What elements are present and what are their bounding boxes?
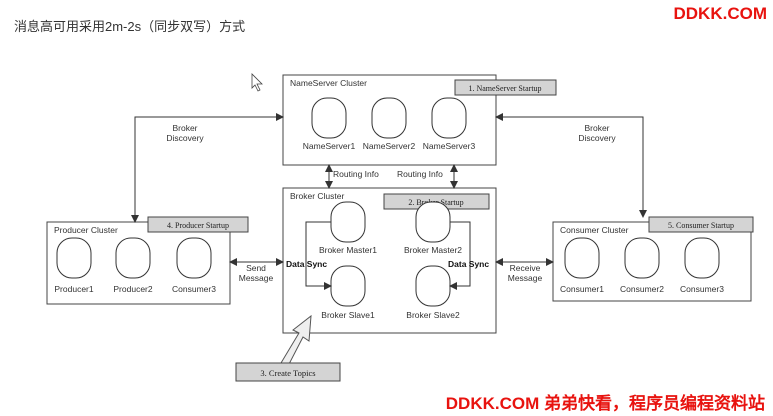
consumer-node-2: Consumer2 bbox=[620, 237, 664, 294]
broker-cluster: Broker Cluster 2. Broker Startup Broker … bbox=[282, 187, 497, 334]
nameserver-startup-step: 1. NameServer Startup bbox=[454, 79, 557, 96]
consumer-cluster-label: Consumer Cluster bbox=[560, 225, 629, 235]
nameserver-node-3: NameServer3 bbox=[423, 97, 476, 151]
broker-slave-1: Broker Slave1 bbox=[321, 265, 375, 320]
broker-discovery-right-label-line2: Discovery bbox=[578, 133, 616, 143]
svg-text:Broker Slave1: Broker Slave1 bbox=[321, 310, 375, 320]
receive-message-label-line2: Message bbox=[508, 273, 543, 283]
svg-text:Consumer2: Consumer2 bbox=[620, 284, 664, 294]
broker-master-1: Broker Master1 bbox=[319, 201, 377, 255]
consumer-node-1: Consumer1 bbox=[560, 237, 604, 294]
svg-text:NameServer1: NameServer1 bbox=[303, 141, 356, 151]
svg-text:Consumer3: Consumer3 bbox=[680, 284, 724, 294]
send-message-label-line1: Send bbox=[246, 263, 266, 273]
svg-text:5. Consumer Startup: 5. Consumer Startup bbox=[668, 221, 734, 230]
svg-text:Broker Master1: Broker Master1 bbox=[319, 245, 377, 255]
svg-text:1. NameServer Startup: 1. NameServer Startup bbox=[468, 84, 541, 93]
svg-text:4. Producer Startup: 4. Producer Startup bbox=[167, 221, 229, 230]
producer-node-2: Producer2 bbox=[113, 237, 153, 294]
broker-discovery-left-label-line1: Broker bbox=[172, 123, 197, 133]
receive-message-label-line1: Receive bbox=[510, 263, 541, 273]
data-sync-right-label: Data Sync bbox=[448, 259, 489, 269]
send-message-label-line2: Message bbox=[239, 273, 274, 283]
brand-logo-top: DDKK.COM bbox=[673, 4, 768, 23]
broker-discovery-right-label-line1: Broker bbox=[584, 123, 609, 133]
producer-cluster: Producer Cluster 4. Producer Startup Pro… bbox=[46, 216, 249, 305]
consumer-startup-step: 5. Consumer Startup bbox=[648, 216, 754, 233]
svg-text:3. Create Topics: 3. Create Topics bbox=[260, 368, 315, 378]
producer-startup-step: 4. Producer Startup bbox=[147, 216, 249, 233]
create-topics-step: 3. Create Topics bbox=[235, 362, 341, 382]
svg-text:NameServer3: NameServer3 bbox=[423, 141, 476, 151]
routing-info-right-label: Routing Info bbox=[397, 169, 443, 179]
nameserver-node-2: NameServer2 bbox=[363, 97, 416, 151]
nameserver-cluster: NameServer Cluster 1. NameServer Startup… bbox=[282, 74, 557, 166]
broker-discovery-right-edge bbox=[495, 113, 647, 218]
routing-info-left-label: Routing Info bbox=[333, 169, 379, 179]
nameserver-node-1: NameServer1 bbox=[303, 97, 356, 151]
nameserver-cluster-label: NameServer Cluster bbox=[290, 78, 367, 88]
producer-node-3: Consumer3 bbox=[172, 237, 216, 294]
brand-footer: DDKK.COM 弟弟快看，程序员编程资料站 bbox=[445, 394, 765, 413]
broker-discovery-left-label-line2: Discovery bbox=[166, 133, 204, 143]
svg-text:Consumer3: Consumer3 bbox=[172, 284, 216, 294]
svg-text:Consumer1: Consumer1 bbox=[560, 284, 604, 294]
consumer-node-3: Consumer3 bbox=[680, 237, 724, 294]
producer-cluster-label: Producer Cluster bbox=[54, 225, 118, 235]
mouse-pointer-icon bbox=[251, 73, 263, 92]
data-sync-left-connector bbox=[305, 221, 332, 290]
producer-node-1: Producer1 bbox=[54, 237, 94, 294]
data-sync-right-connector bbox=[449, 221, 471, 290]
consumer-cluster: Consumer Cluster 5. Consumer Startup Con… bbox=[552, 216, 754, 302]
svg-text:Producer2: Producer2 bbox=[113, 284, 152, 294]
svg-text:Producer1: Producer1 bbox=[54, 284, 93, 294]
svg-text:NameServer2: NameServer2 bbox=[363, 141, 416, 151]
page-title: 消息高可用采用2m-2s（同步双写）方式 bbox=[14, 19, 246, 34]
svg-text:Broker Master2: Broker Master2 bbox=[404, 245, 462, 255]
broker-cluster-label: Broker Cluster bbox=[290, 191, 344, 201]
broker-discovery-left-edge bbox=[131, 113, 284, 223]
svg-text:Broker Slave2: Broker Slave2 bbox=[406, 310, 460, 320]
data-sync-left-label: Data Sync bbox=[286, 259, 327, 269]
